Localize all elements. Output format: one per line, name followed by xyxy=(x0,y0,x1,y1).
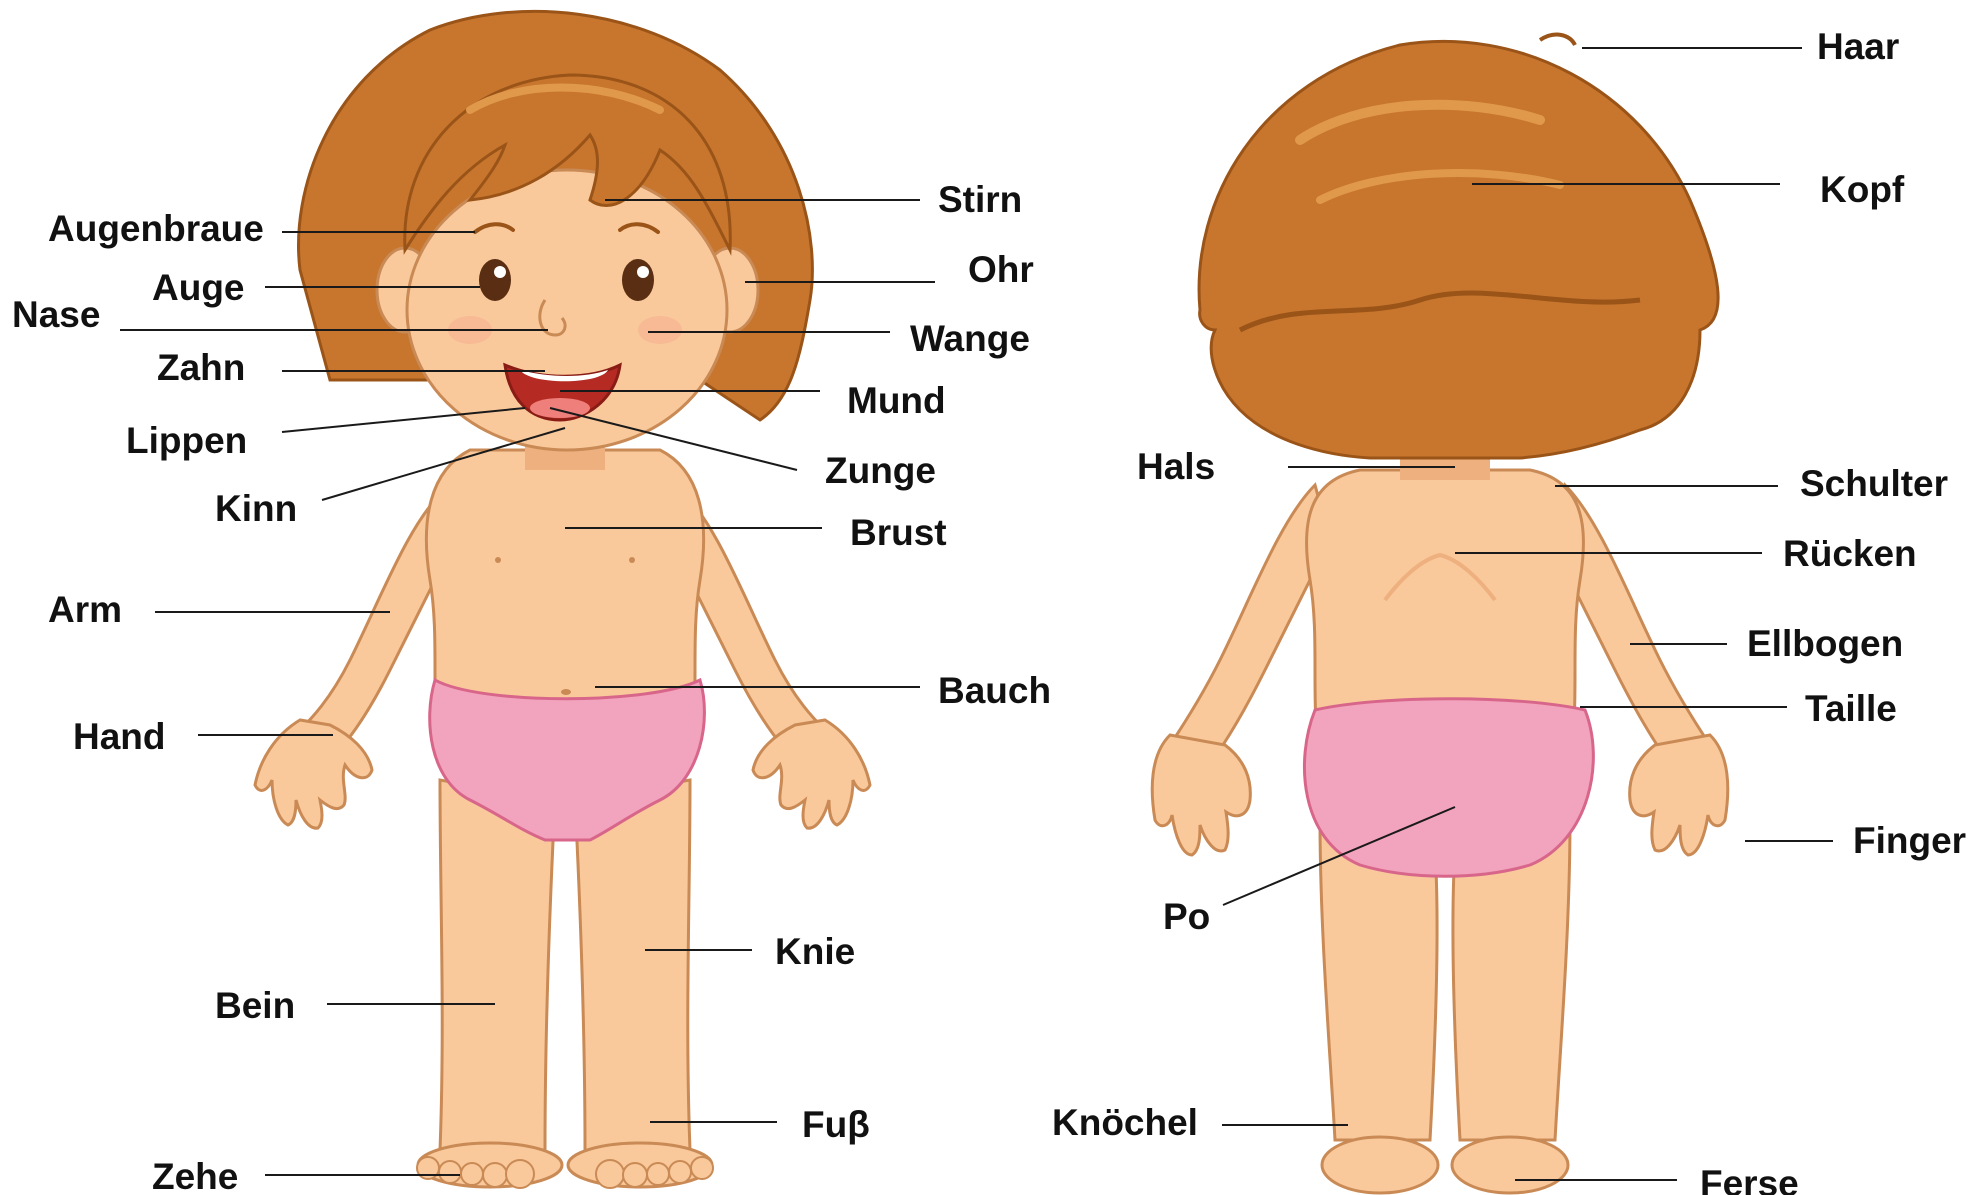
label-ferse: Ferse xyxy=(1700,1165,1799,1195)
label-finger: Finger xyxy=(1853,822,1966,859)
label-zunge: Zunge xyxy=(825,452,936,489)
label-kinn: Kinn xyxy=(215,490,297,527)
label-hals: Hals xyxy=(1137,448,1215,485)
front-left-eye xyxy=(479,259,511,301)
back-underwear xyxy=(1304,699,1593,877)
label-mund: Mund xyxy=(847,382,946,419)
label-knie: Knie xyxy=(775,933,855,970)
back-left-foot xyxy=(1322,1137,1438,1193)
front-right-eye xyxy=(622,259,654,301)
label-auge: Auge xyxy=(152,269,245,306)
back-right-hand xyxy=(1630,735,1728,855)
label-bauch: Bauch xyxy=(938,672,1051,709)
label-haar: Haar xyxy=(1817,28,1899,65)
label-schulter: Schulter xyxy=(1800,465,1948,502)
label-bein: Bein xyxy=(215,987,295,1024)
label-hand: Hand xyxy=(73,718,166,755)
label-stirn: Stirn xyxy=(938,181,1022,218)
label-ruecken: Rücken xyxy=(1783,535,1917,572)
label-wange: Wange xyxy=(910,320,1030,357)
front-right-hand xyxy=(753,720,870,828)
label-zehe: Zehe xyxy=(152,1158,238,1195)
label-ohr: Ohr xyxy=(968,251,1034,288)
back-left-hand xyxy=(1152,735,1250,855)
label-zahn: Zahn xyxy=(157,349,245,386)
label-nase: Nase xyxy=(12,296,100,333)
label-brust: Brust xyxy=(850,514,947,551)
label-knoechel: Knöchel xyxy=(1052,1104,1198,1141)
back-right-foot xyxy=(1452,1137,1568,1193)
label-po: Po xyxy=(1163,898,1210,935)
front-left-hand xyxy=(255,720,372,828)
label-taille: Taille xyxy=(1805,690,1897,727)
label-augenbraue: Augenbraue xyxy=(48,210,264,247)
label-lippen: Lippen xyxy=(126,422,247,459)
label-ellbogen: Ellbogen xyxy=(1747,625,1903,662)
label-kopf: Kopf xyxy=(1820,171,1904,208)
back-child-figure xyxy=(1152,35,1728,1193)
label-fuss: Fuβ xyxy=(802,1106,870,1143)
front-child-figure xyxy=(255,11,870,1188)
label-arm: Arm xyxy=(48,591,122,628)
